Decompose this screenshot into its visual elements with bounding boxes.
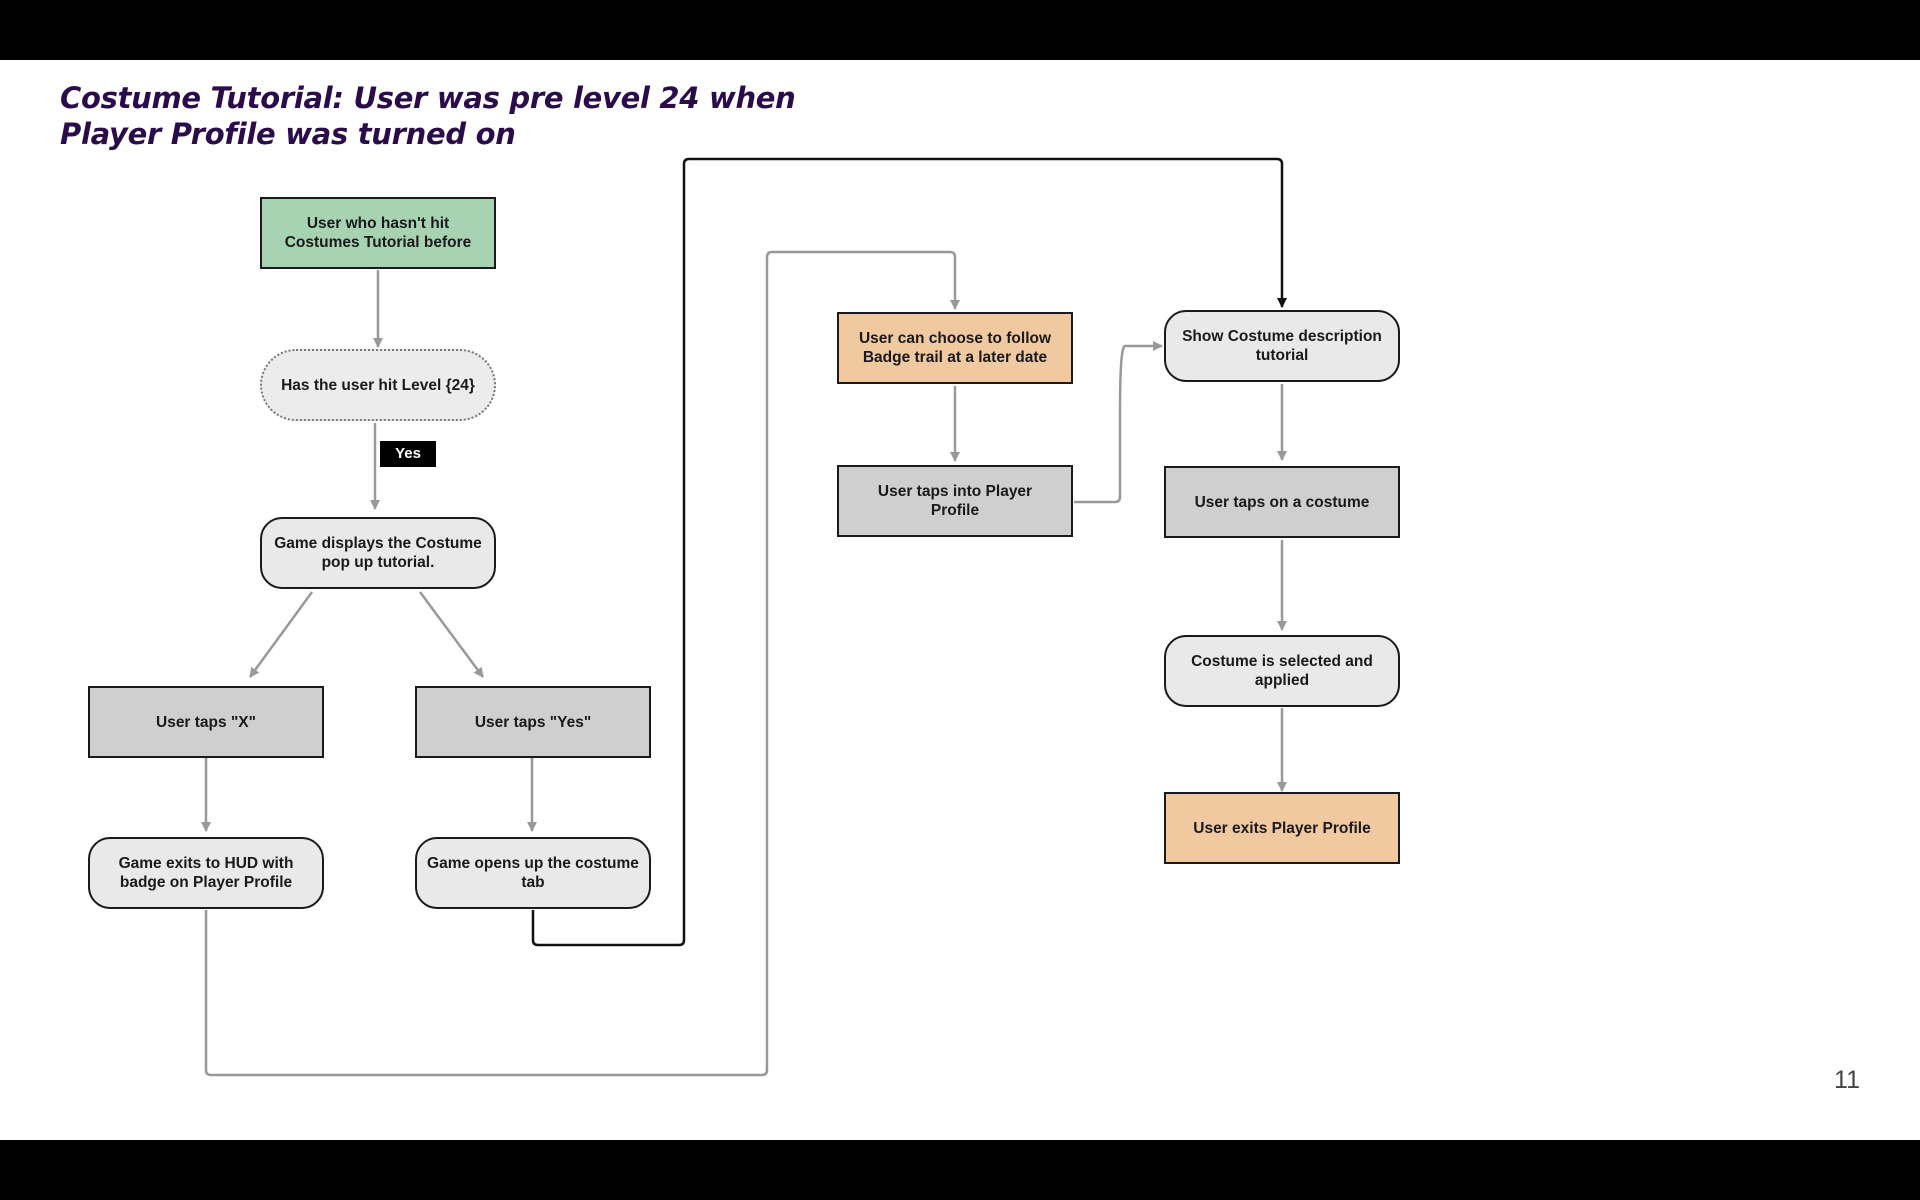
node-show-desc-line-1: Show Costume description — [1182, 328, 1382, 345]
node-level-check: Has the user hit Level {24} — [260, 349, 496, 421]
slide-title-line-2: Player Profile was turned on — [60, 117, 516, 151]
node-taps-profile: User taps into Player Profile — [837, 465, 1073, 537]
node-selected-line-2: applied — [1254, 672, 1310, 689]
slide: Costume Tutorial: User was pre level 24 … — [0, 60, 1920, 1140]
flowchart-connectors — [201, 157, 1287, 1077]
node-show-desc: Show Costume description tutorial — [1164, 310, 1400, 382]
edge-popup-to-taps-x — [248, 591, 314, 678]
node-exit-hud-line-2: badge on Player Profile — [119, 874, 293, 891]
node-start-line-2: Costumes Tutorial before — [284, 234, 472, 251]
node-level-check-line-1: Has the user hit Level {24} — [281, 376, 475, 394]
node-opens-tab-line-2: tab — [521, 874, 545, 891]
page-number: 11 — [1834, 1066, 1860, 1094]
node-popup-line-1: Game displays the Costume — [274, 535, 482, 552]
node-taps-yes: User taps "Yes" — [415, 686, 651, 758]
node-taps-x-line-1: User taps "X" — [156, 713, 256, 731]
node-badge-trail-line-1: User can choose to follow — [858, 330, 1052, 347]
edge-exit-hud-to-badge-trail — [204, 250, 960, 1077]
slide-title: Costume Tutorial: User was pre level 24 … — [60, 80, 820, 152]
node-taps-x: User taps "X" — [88, 686, 324, 758]
node-start: User who hasn't hit Costumes Tutorial be… — [260, 197, 496, 269]
node-popup: Game displays the Costume pop up tutoria… — [260, 517, 496, 589]
node-opens-tab: Game opens up the costume tab — [415, 837, 651, 909]
node-exit-hud: Game exits to HUD with badge on Player P… — [88, 837, 324, 909]
node-selected-line-1: Costume is selected and — [1191, 653, 1373, 670]
node-taps-costume-line-1: User taps on a costume — [1194, 493, 1370, 511]
node-exits-profile: User exits Player Profile — [1164, 792, 1400, 864]
node-taps-profile-line-2: Profile — [930, 502, 980, 519]
node-taps-profile-line-1: User taps into Player — [877, 483, 1033, 500]
node-popup-line-2: pop up tutorial. — [321, 554, 435, 571]
node-show-desc-line-2: tutorial — [1255, 347, 1309, 364]
node-start-line-1: User who hasn't hit — [306, 215, 450, 232]
slide-title-line-1: Costume Tutorial: User was pre level 24 … — [60, 81, 796, 115]
edge-label-yes: Yes — [380, 441, 436, 467]
node-taps-costume: User taps on a costume — [1164, 466, 1400, 538]
edge-opens-tab-to-show-desc — [531, 157, 1287, 947]
node-badge-trail-line-2: Badge trail at a later date — [862, 349, 1048, 366]
edge-popup-to-taps-yes — [418, 591, 485, 678]
node-exits-profile-line-1: User exits Player Profile — [1193, 819, 1371, 837]
node-badge-trail: User can choose to follow Badge trail at… — [837, 312, 1073, 384]
node-selected: Costume is selected and applied — [1164, 635, 1400, 707]
node-exit-hud-line-1: Game exits to HUD with — [118, 855, 294, 872]
node-taps-yes-line-1: User taps "Yes" — [474, 713, 592, 731]
edge-taps-profile-to-show-desc — [1074, 341, 1163, 504]
node-opens-tab-line-1: Game opens up the costume — [427, 855, 639, 872]
